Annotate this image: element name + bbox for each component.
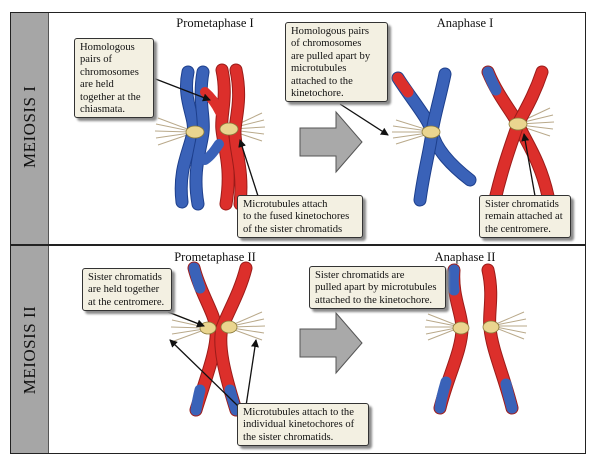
anaphase-i-title: Anaphase I	[436, 16, 494, 30]
kinetochore-anaphase-i-right	[508, 117, 528, 131]
anaphase-i-chromosomes	[391, 65, 555, 211]
kinetochore-ii-right	[220, 320, 238, 334]
prometaphase-ii-title: Prometaphase II	[174, 250, 256, 264]
kinetochore-red	[219, 122, 239, 136]
meiosis-ii-side-bar	[11, 246, 49, 453]
progression-arrow-meiosis-ii	[299, 311, 363, 375]
kinetochore-anaphase-ii-left	[452, 321, 470, 335]
kinetochore-anaphase-i-left	[421, 125, 441, 139]
meiosis-i-side-bar	[11, 13, 49, 244]
prometaphase-i-title: Prometaphase I	[176, 16, 254, 30]
progression-arrow-meiosis-i	[299, 110, 363, 174]
kinetochore-ii-left	[199, 321, 217, 335]
kinetochore-anaphase-ii-right	[482, 320, 500, 334]
anaphase-ii-title: Anaphase II	[434, 250, 496, 264]
callout-pointers	[152, 77, 536, 407]
anaphase-ii-chromosomes	[433, 263, 519, 415]
spindle-fibers	[154, 107, 555, 342]
kinetochore-blue	[185, 125, 205, 139]
